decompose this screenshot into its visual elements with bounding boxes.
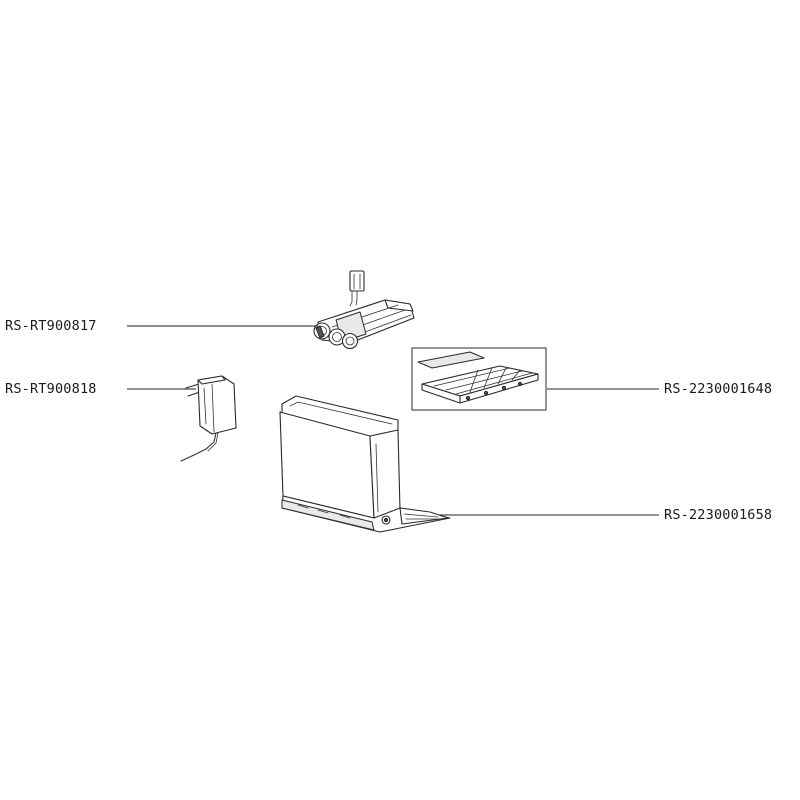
callout-battery-part-number: RS-RT900817: [5, 318, 97, 334]
accessory-kit-drawing: [411, 347, 547, 411]
battery-pack-drawing: [313, 270, 415, 350]
docking-station-drawing: [279, 395, 451, 533]
power-adapter-drawing: [180, 375, 237, 462]
callout-adapter-part-number: RS-RT900818: [5, 381, 97, 397]
callout-accessory-kit-part-number: RS-2230001648: [664, 381, 772, 397]
callout-dock-part-number: RS-2230001658: [664, 507, 772, 523]
